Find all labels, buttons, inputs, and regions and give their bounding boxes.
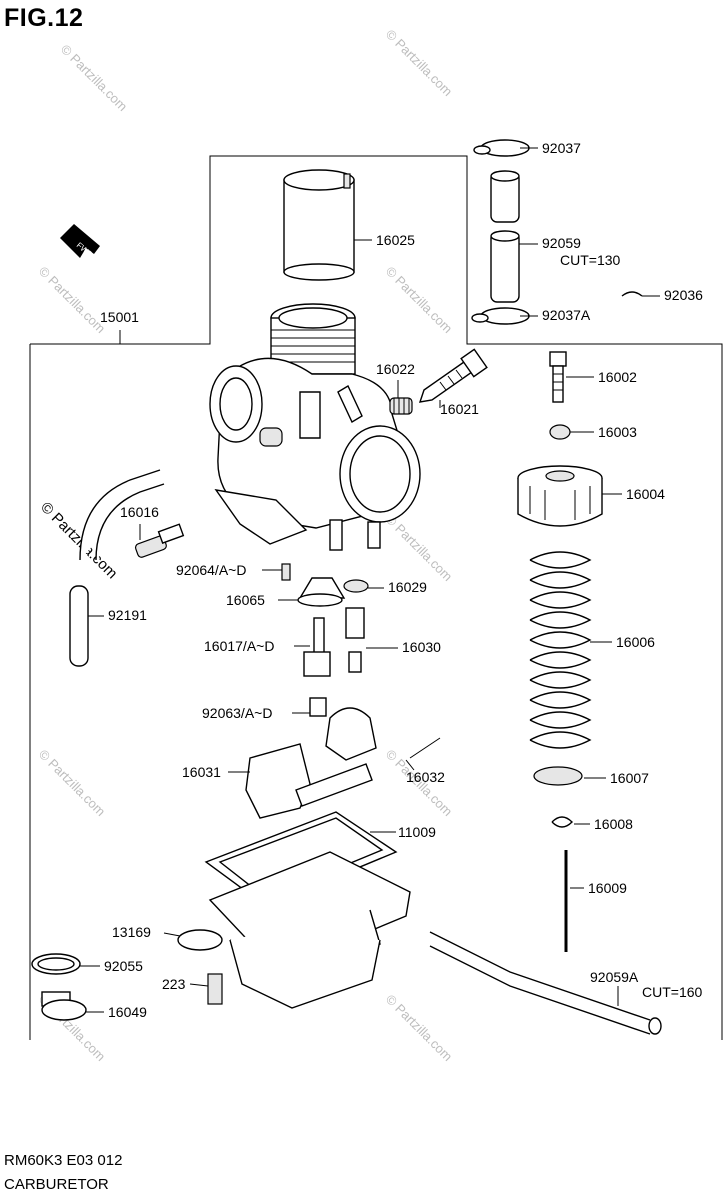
part-label: 16009 [588, 880, 627, 896]
part-label: 223 [162, 976, 186, 992]
watermark-text: © Partzilla.com [58, 42, 131, 115]
part-label: 92063/A~D [202, 705, 272, 721]
part-label: 16065 [226, 592, 265, 608]
part-label: 16008 [594, 816, 633, 832]
watermark-text: © Partzilla.com [383, 512, 456, 585]
part-labels: 92037 92059 CUT=130 92036 92037A 16025 1… [100, 140, 703, 1020]
part-label: 16017/A~D [204, 638, 274, 654]
watermark-text: © Partzilla.com [383, 264, 456, 337]
part-label: CUT=160 [642, 984, 703, 1000]
part-label: 16031 [182, 764, 221, 780]
leader-lines [80, 147, 660, 1013]
right-column-parts [517, 351, 603, 952]
part-label: 16022 [376, 361, 415, 377]
part-label: 16049 [108, 1004, 147, 1020]
figure-name: CARBURETOR [4, 1176, 109, 1193]
part-label: 92059 [542, 235, 581, 251]
part-label: 13169 [112, 924, 151, 940]
part-label: 16032 [406, 769, 445, 785]
watermark-text: © Partzilla.com [383, 992, 456, 1065]
float-chamber [31, 811, 411, 1021]
part-label: 16025 [376, 232, 415, 248]
throttle-valve [283, 169, 355, 281]
part-label: 16004 [626, 486, 665, 502]
hose-group-top [471, 139, 643, 325]
part-label: 11009 [398, 824, 436, 840]
figure-code: RM60K3 E03 012 [4, 1152, 123, 1169]
float [245, 707, 441, 819]
jet-parts [281, 563, 369, 717]
part-label: 16003 [598, 424, 637, 440]
part-label: 16016 [120, 504, 159, 520]
watermark-text: © Partzilla.com [36, 747, 109, 820]
part-label: 92191 [108, 607, 147, 623]
part-label: 16002 [598, 369, 637, 385]
part-label: 92037A [542, 307, 591, 323]
part-label: 92037 [542, 140, 581, 156]
part-label: 16030 [402, 639, 441, 655]
part-label: 92059A [590, 969, 639, 985]
part-label: 92055 [104, 958, 143, 974]
pilot-screw-set [389, 348, 488, 415]
part-label: 92064/A~D [176, 562, 246, 578]
part-label: 92036 [664, 287, 703, 303]
part-label: 16029 [388, 579, 427, 595]
part-label: CUT=130 [560, 252, 621, 268]
figure-title: FIG.12 [4, 4, 84, 32]
watermark-text: © Partzilla.com [36, 264, 109, 337]
left-side-parts [69, 469, 185, 667]
forward-arrow-icon: FWD [60, 224, 100, 259]
part-label: 16021 [440, 401, 479, 417]
throttle-spring [529, 551, 592, 749]
watermark-text: © Partzilla.com [383, 27, 456, 100]
part-label: 15001 [100, 309, 139, 325]
part-label: 16006 [616, 634, 655, 650]
assembly-outline [30, 155, 723, 1040]
part-label: 16007 [610, 770, 649, 786]
carburetor-body [209, 303, 421, 551]
